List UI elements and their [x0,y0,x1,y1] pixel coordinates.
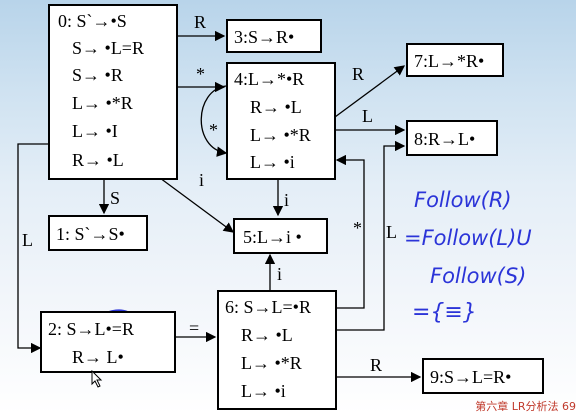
edge-label-0-4: * [196,64,205,84]
state-8: 8:R→L• [406,120,498,156]
state-4-item: L→ •i [250,152,295,172]
state-4-item: R→ •L [250,97,302,117]
state-3-item: 3:S→R• [234,27,295,47]
edge-label-0-5: i [199,170,205,190]
state-5-item: 5:L→i • [243,227,302,247]
state-2: 2: S→L•=R R→ L• [40,311,176,373]
state-0-item: R→ •L [72,150,124,170]
mouse-cursor-icon [91,370,103,388]
handwritten-note-line-2: =Follow(L)U [404,226,532,250]
state-9: 9:S→L=R• [422,358,544,394]
state-7-item: 7:L→*R• [414,51,485,71]
state-9-item: 9:S→L=R• [430,367,512,387]
handwritten-note-line-3: Follow(S) [430,264,527,288]
state-0: 0: S`→•S S→ •L=R S→ •R L→ •*R L→ •I R→ •… [48,4,178,180]
edge-label-4-loop: * [209,120,218,140]
edge-label-6-4: * [353,218,362,238]
state-5: 5:L→i • [233,218,328,254]
slide-footer: 第六章 LR分析法 69 [475,400,576,413]
state-2-item: 2: S→L•=R [48,319,134,339]
state-6: 6: S→L=•R R→ •L L→ •*R L→ •i [217,290,337,410]
state-6-item: 6: S→L=•R [225,297,311,317]
state-7: 7:L→*R• [406,43,504,77]
edge-label-0-2: L [22,230,33,250]
state-4: 4:L→*•R R→ •L L→ •*R L→ •i [226,62,336,180]
edge-label-2-6: = [189,318,200,338]
state-2-item: R→ L• [72,347,124,367]
state-1: 1: S`→S• [48,215,148,251]
state-3: 3:S→R• [226,19,322,53]
handwritten-note-line-1: Follow(R) [414,188,512,212]
state-0-item: S→ •R [72,65,123,85]
edge-label-6-8: L [386,222,397,242]
state-1-item: 1: S`→S• [56,224,125,244]
state-6-item: R→ •L [241,325,293,345]
edge-label-0-1: S [110,188,121,208]
edge-label-4-8: L [362,106,373,126]
edge-label-6-5: i [277,264,283,284]
handwritten-note-line-4: ={≡} [412,300,477,325]
state-4-item: L→ •*R [250,125,311,145]
edge-label-4-7: R [352,64,365,84]
state-4-item: 4:L→*•R [234,69,305,89]
state-6-item: L→ •*R [241,353,302,373]
edge-label-0-3: R [194,12,207,32]
state-0-item: S→ •L=R [72,38,144,58]
state-8-item: 8:R→L• [414,129,476,149]
state-0-item: L→ •*R [72,93,133,113]
state-6-item: L→ •i [241,381,286,401]
state-0-item: 0: S`→•S [58,11,127,31]
edge-label-6-9: R [370,355,383,375]
edge-label-4-5: i [284,190,290,210]
state-0-item: L→ •I [72,121,118,141]
